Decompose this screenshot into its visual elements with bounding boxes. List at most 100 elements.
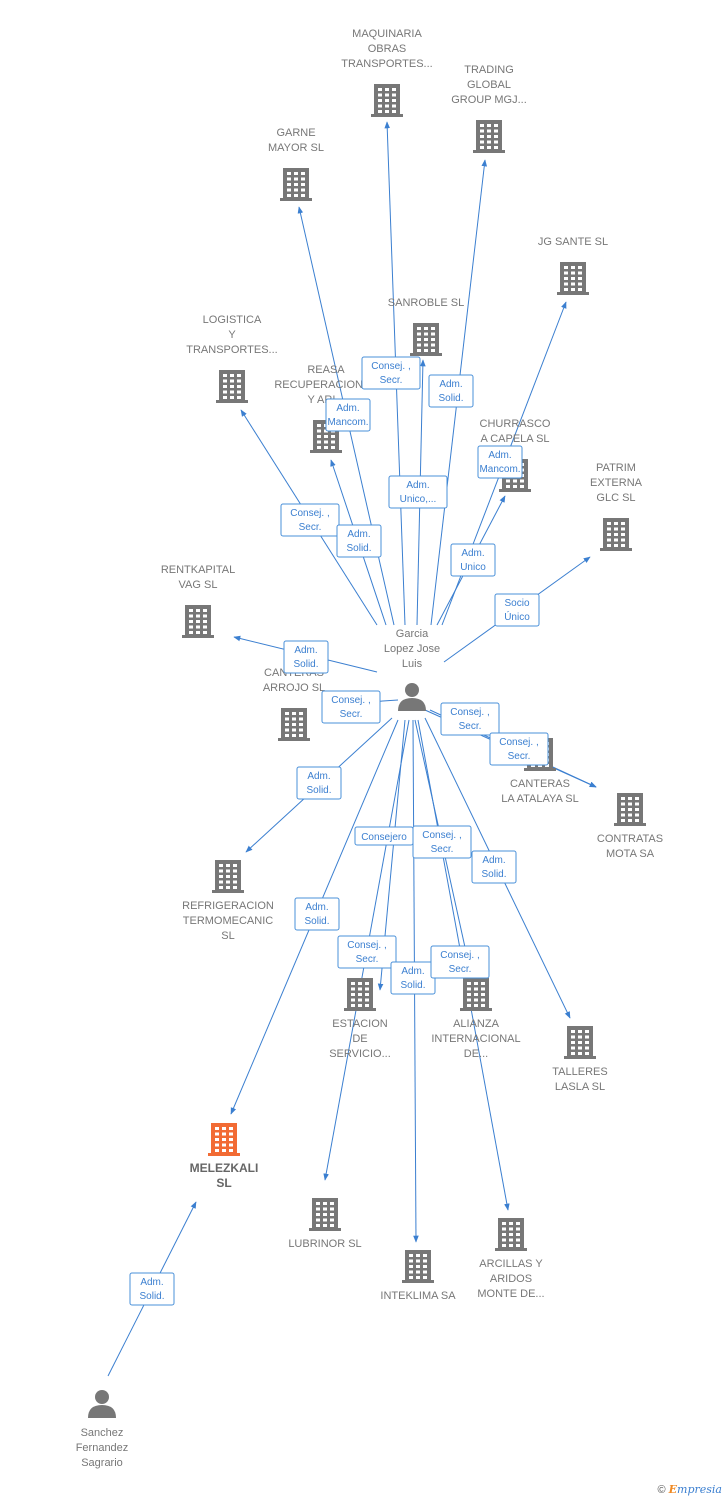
edge-label-text: Solid. (400, 980, 425, 991)
edge-label-text: Consejero (361, 832, 407, 843)
edge-label-text: Consej. , (440, 950, 479, 961)
building-icon (473, 120, 505, 153)
node-label: EXTERNA (590, 477, 643, 489)
edge-label-canteras_atalaya[interactable]: Consej. ,Secr. (440, 702, 500, 736)
edge-label-sanroble[interactable]: Adm.Unico,... (388, 475, 448, 509)
node-label: ALIANZA (453, 1018, 500, 1030)
building-icon (557, 262, 589, 295)
node-lubrinor[interactable]: LUBRINOR SL (288, 1198, 362, 1250)
edge-label-refrigeracion[interactable]: Adm.Solid. (296, 766, 342, 800)
node-jgsante[interactable]: JG SANTE SL (538, 236, 608, 295)
edge-label-talleres[interactable]: Adm.Solid. (471, 850, 517, 884)
edge-label-text: Adm. (488, 450, 511, 461)
node-label: RECUPERACIONES (274, 379, 377, 391)
node-sanroble[interactable]: SANROBLE SL (388, 297, 464, 356)
edge-label-trading[interactable]: Adm.Solid. (428, 374, 474, 408)
node-label: DE... (464, 1048, 488, 1060)
building-icon (309, 1198, 341, 1231)
node-label: REASA (307, 364, 345, 376)
node-label: TRANSPORTES... (341, 58, 432, 70)
building-icon (371, 84, 403, 117)
edge-label-text: Adm. (140, 1277, 163, 1288)
node-estacion[interactable]: ESTACIONDESERVICIO... (329, 978, 391, 1060)
node-label: Fernandez (76, 1442, 129, 1454)
node-label: LOGISTICA (203, 314, 262, 326)
edge-label-text: Único (504, 610, 530, 623)
edge-label-maquinaria[interactable]: Consej. ,Secr. (361, 356, 421, 390)
node-inteklima[interactable]: INTEKLIMA SA (380, 1250, 456, 1302)
edge-label-text: Secr. (431, 844, 454, 855)
edge-label-estacion[interactable]: Consejero (354, 826, 414, 846)
node-label: TRANSPORTES... (186, 344, 277, 356)
edge-label-arcillas[interactable]: Consej. ,Secr. (430, 945, 490, 979)
node-label: MAQUINARIA (352, 28, 422, 40)
brand-logo[interactable]: Empresia (668, 1483, 722, 1496)
edge-label-text: Solid. (293, 659, 318, 670)
building-icon (460, 978, 492, 1011)
node-label: SL (216, 1176, 231, 1190)
edge-label-text: Unico,... (400, 494, 437, 505)
node-label: DE (352, 1033, 367, 1045)
copyright-symbol: © (657, 1484, 666, 1496)
building-icon (212, 860, 244, 893)
node-label: ARROJO SL (263, 682, 325, 694)
person-icon (398, 683, 426, 711)
edge-label-garne[interactable]: Adm.Mancom. (325, 398, 371, 432)
brand-footer: © Empresia (657, 1483, 722, 1496)
edge-label-lubrinor[interactable]: Consej. ,Secr. (337, 935, 397, 969)
edge-label-rentkapital[interactable]: Adm. Solid. (283, 640, 329, 674)
building-icon (614, 793, 646, 826)
edge-label-contratas[interactable]: Consej. , Secr. (489, 732, 549, 766)
edge-label-text: Secr. (508, 751, 531, 762)
node-label: GLOBAL (467, 79, 511, 91)
edge-label-canteras_arrojo[interactable]: Consej. ,Secr. (321, 690, 381, 724)
node-label: CANTERAS (510, 778, 570, 790)
edge-label-text: Adm. (305, 902, 328, 913)
node-label: JG SANTE SL (538, 236, 608, 248)
node-label: INTERNACIONAL (431, 1033, 520, 1045)
node-maquinaria[interactable]: MAQUINARIAOBRASTRANSPORTES... (341, 28, 433, 117)
edge-label-reasa[interactable]: Adm.Solid. (336, 524, 382, 558)
building-icon (278, 708, 310, 741)
node-label: ARIDOS (490, 1273, 532, 1285)
edge-label-churrasco[interactable]: Adm.Mancom. (477, 445, 523, 479)
edge-label-jgsante[interactable]: Adm. Unico (450, 543, 496, 577)
edge-label-inteklima[interactable]: Adm. Solid. (390, 961, 436, 995)
edge-label-text: Adm. (401, 966, 424, 977)
node-canteras_arrojo[interactable]: CANTERASARROJO SL (263, 667, 325, 741)
node-alianza[interactable]: ALIANZA INTERNACIONAL DE... (431, 978, 521, 1060)
edge-label-melezkali[interactable]: Adm.Solid. (294, 897, 340, 931)
node-label: Lopez Jose (384, 643, 440, 655)
node-logistica[interactable]: LOGISTICAYTRANSPORTES... (186, 314, 278, 403)
edge-label-logistica[interactable]: Consej. ,Secr. (280, 503, 340, 537)
edge-label-alianza[interactable]: Consej. ,Secr. (412, 825, 472, 859)
edge-label-melezkali-sanchez[interactable]: Adm.Solid. (129, 1272, 175, 1306)
edge-label-text: Consej. , (499, 737, 538, 748)
person-icon (88, 1390, 116, 1418)
building-icon (216, 370, 248, 403)
edge-label-text: Secr. (356, 954, 379, 965)
edge-label-text: Secr. (299, 522, 322, 533)
node-label: TRADING (464, 64, 514, 76)
node-label: A CAPELA SL (480, 433, 549, 445)
edge-label-text: Adm. (294, 645, 317, 656)
edge-label-text: Adm. (461, 548, 484, 559)
node-label: Garcia (396, 628, 429, 640)
edge-label-text: Secr. (340, 709, 363, 720)
edge-label-text: Unico (460, 562, 486, 573)
building-icon (208, 1123, 240, 1156)
